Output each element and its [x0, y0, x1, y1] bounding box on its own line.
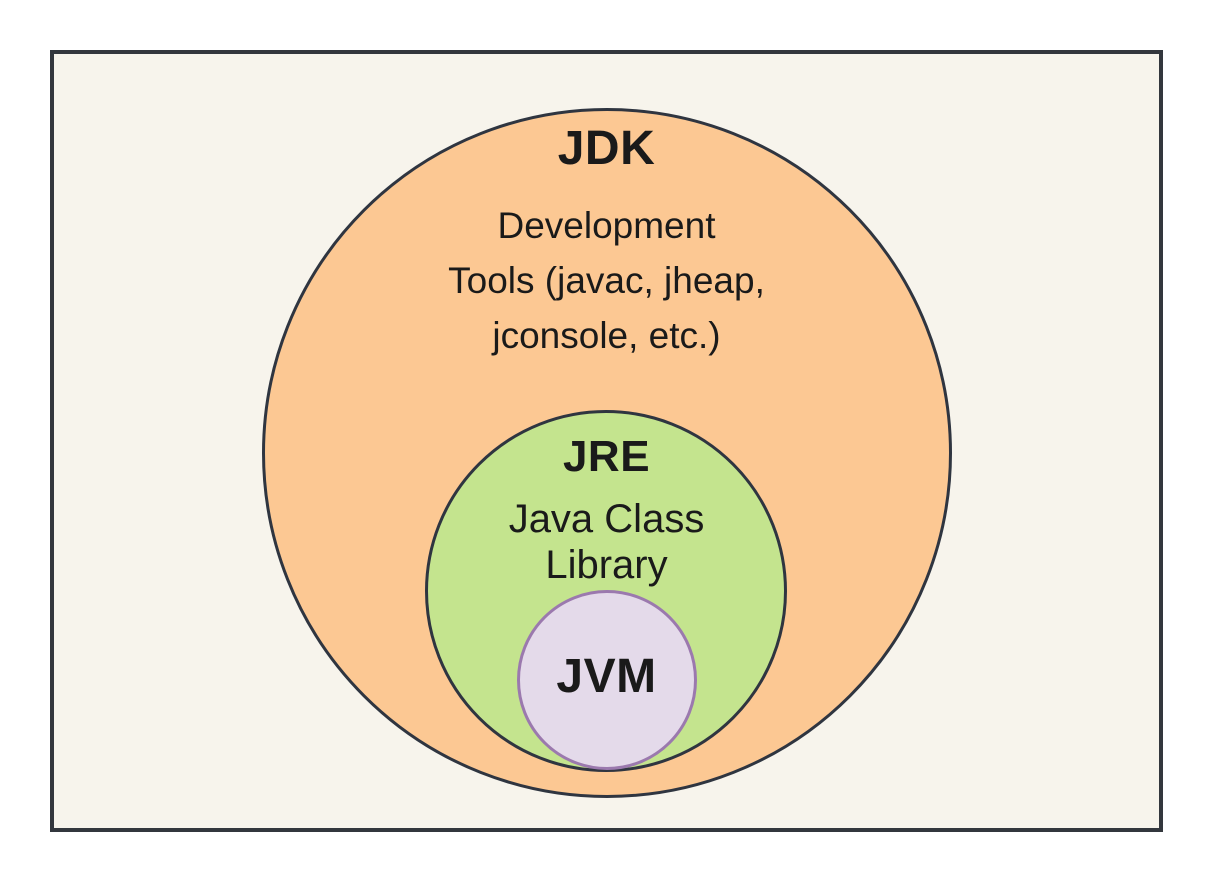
jre-description-line-2: Library [545, 543, 668, 587]
jre-label: JRE [562, 432, 651, 481]
jdk-description: Development Tools (javac, jheap, jconsol… [54, 198, 1159, 363]
jvm-circle [517, 590, 697, 770]
jre-description: Java Class Library [54, 496, 1159, 588]
diagram-frame: JDK Development Tools (javac, jheap, jco… [50, 50, 1163, 832]
jre-description-line-1: Java Class [508, 497, 705, 541]
jdk-description-line-1: Development [497, 205, 716, 246]
jvm-label: JVM [556, 650, 657, 703]
jdk-description-line-3: jconsole, etc.) [492, 315, 721, 356]
jdk-label: JDK [557, 122, 656, 175]
jdk-description-line-2: Tools (javac, jheap, [448, 260, 765, 301]
